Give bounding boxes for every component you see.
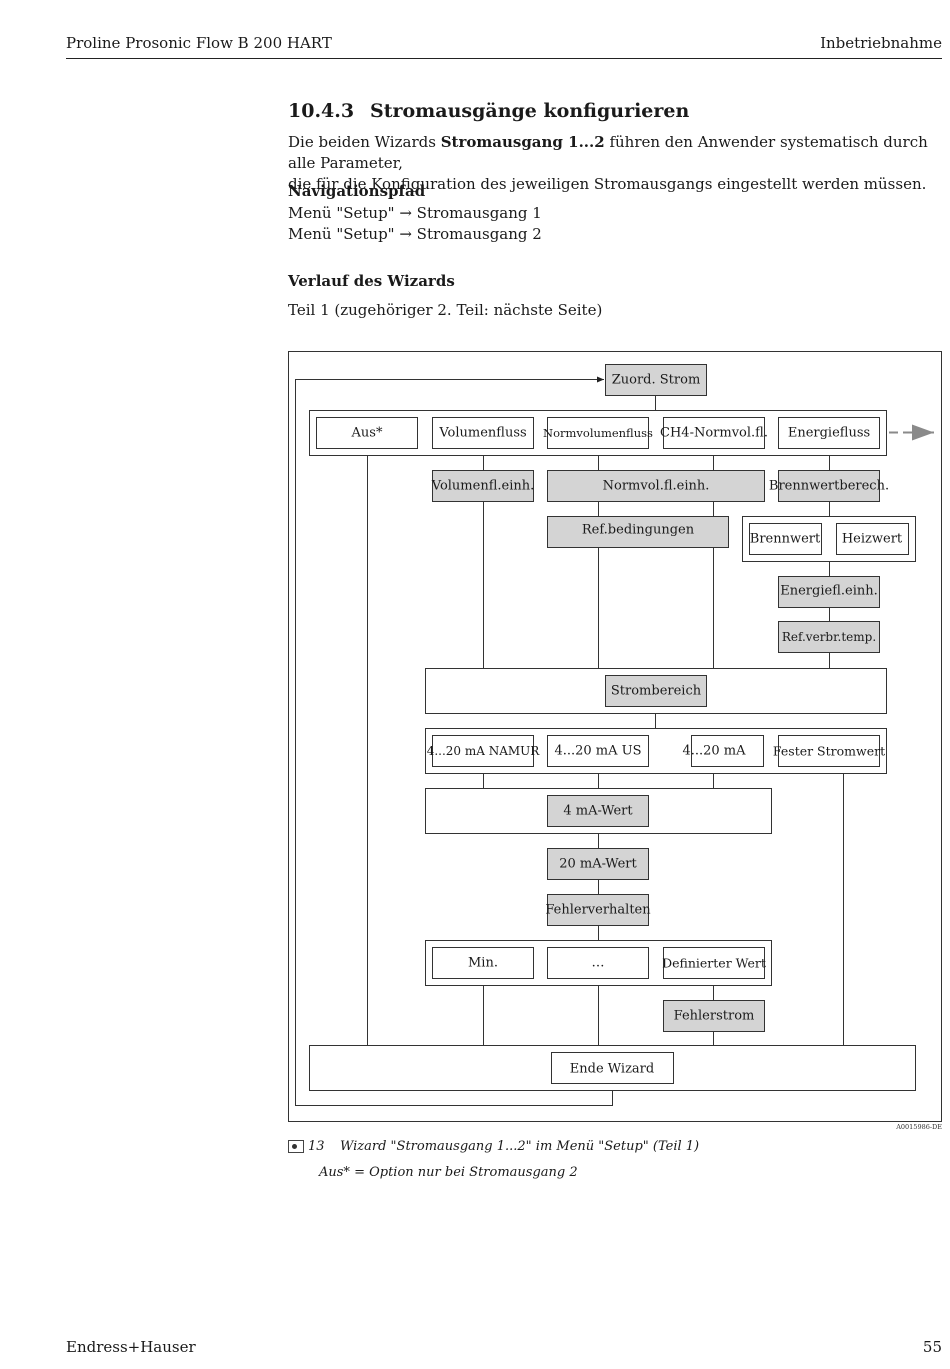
box-ref-verbr-temp — [778, 621, 880, 653]
label-us: 4...20 mA US — [554, 744, 641, 759]
box-volumenfl-einh — [432, 470, 534, 502]
label-volumenfluss: Volumenfluss — [438, 426, 526, 441]
option-namur — [432, 735, 534, 767]
label-normvolumenfluss: Normvolumenfluss — [543, 426, 653, 440]
label-4-20: 4...20 mA — [682, 744, 746, 759]
option-brennwert — [749, 523, 822, 555]
label-zuord-strom: Zuord. Strom — [612, 373, 701, 388]
box-energiefl-einh — [778, 576, 880, 608]
box-zuord-strom — [605, 364, 707, 396]
header-rule — [66, 58, 942, 59]
option-4-20 — [691, 735, 764, 767]
box-fehlerstrom — [663, 1000, 765, 1032]
label-ende-wizard: Ende Wizard — [570, 1062, 654, 1077]
wizard-part-note: Teil 1 (zugehöriger 2. Teil: nächste Sei… — [288, 301, 603, 319]
footer-company: Endress+Hauser — [66, 1338, 196, 1356]
intro-text-start: Die beiden Wizards — [288, 133, 441, 151]
label-definierter-wert: Definierter Wert — [662, 956, 766, 971]
nav-path-2: Menü "Setup" → Stromausgang 2 — [288, 225, 542, 243]
option-volumenfluss — [432, 417, 534, 449]
section-title-text: Stromausgänge konfigurieren — [370, 100, 690, 122]
running-header-title: Proline Prosonic Flow B 200 HART — [66, 34, 332, 52]
page-number: 55 — [922, 1338, 942, 1356]
figure-number: 13 — [308, 1139, 325, 1154]
label-energiefluss: Energiefluss — [788, 426, 870, 441]
label-ellipsis: … — [592, 956, 605, 971]
label-heizwert: Heizwert — [842, 532, 903, 547]
running-header-chapter: Inbetriebnahme — [820, 34, 942, 52]
label-fehlerstrom: Fehlerstrom — [674, 1009, 755, 1024]
label-20ma-wert: 20 mA-Wert — [559, 857, 637, 872]
label-aus: Aus* — [351, 426, 383, 441]
label-brennwertberech: Brennwertberech. — [769, 479, 889, 494]
label-brennwert: Brennwert — [750, 532, 821, 547]
box-ende-wizard — [551, 1052, 674, 1084]
option-energiefluss — [778, 417, 880, 449]
box-fehlerverhalten — [547, 894, 649, 926]
figure-caption: Wizard "Stromausgang 1...2" im Menü "Set… — [340, 1139, 700, 1154]
intro-wizard-name: Stromausgang 1...2 — [440, 133, 605, 151]
option-ellipsis — [547, 947, 649, 979]
option-us — [547, 735, 649, 767]
box-4ma-wert — [547, 795, 649, 827]
figure-icon — [288, 1140, 304, 1153]
wizard-heading: Verlauf des Wizards — [288, 272, 455, 290]
label-normvol-einh: Normvol.fl.einh. — [603, 479, 710, 494]
label-4ma-wert: 4 mA-Wert — [563, 804, 633, 819]
loop-arrow — [295, 376, 613, 1106]
nav-path-1: Menü "Setup" → Stromausgang 1 — [288, 204, 542, 222]
label-ref-verbr-temp: Ref.verbr.temp. — [782, 630, 876, 644]
option-ch4-normvol — [663, 417, 765, 449]
ranges-group — [425, 728, 887, 774]
intro-paragraph: Die beiden Wizards Stromausgang 1...2 fü… — [288, 132, 948, 195]
option-min — [432, 947, 534, 979]
label-energiefl-einh: Energiefl.einh. — [780, 584, 877, 599]
label-strombereich: Strombereich — [611, 684, 702, 699]
section-title: 10.4.3 Stromausgänge konfigurieren — [288, 100, 689, 122]
label-ref-bedingungen: Ref.bedingungen — [582, 523, 695, 538]
section-number: 10.4.3 — [288, 100, 355, 122]
box-strombereich — [605, 675, 707, 707]
option-normvolumenfluss — [547, 417, 649, 449]
figure-note: Aus* = Option nur bei Stromausgang 2 — [319, 1165, 578, 1180]
option-aus — [316, 417, 418, 449]
option-definierter-wert — [663, 947, 765, 979]
label-volumenfl-einh: Volumenfl.einh. — [431, 479, 534, 494]
option-heizwert — [836, 523, 909, 555]
box-ref-bedingungen — [547, 516, 729, 548]
box-normvol-einh — [547, 470, 765, 502]
intro-text-end: führen den Anwender systematisch durch a… — [288, 133, 928, 172]
option-fester-stromwert — [778, 735, 880, 767]
nav-heading: Navigationspfad — [288, 182, 426, 200]
label-namur: 4...20 mA NAMUR — [427, 744, 541, 758]
label-fehlerverhalten: Fehlerverhalten — [545, 903, 651, 918]
diagram-frame — [288, 351, 942, 1122]
label-min: Min. — [468, 956, 498, 971]
box-brennwertberech — [778, 470, 880, 502]
intro-line-2: die für die Konfiguration des jeweiligen… — [288, 175, 927, 193]
box-20ma-wert — [547, 848, 649, 880]
figure-code: A0015986-DE — [895, 1123, 942, 1131]
label-fester-stromwert: Fester Stromwert — [773, 744, 885, 759]
label-ch4-normvol: CH4-Normvol.fl. — [660, 426, 768, 441]
